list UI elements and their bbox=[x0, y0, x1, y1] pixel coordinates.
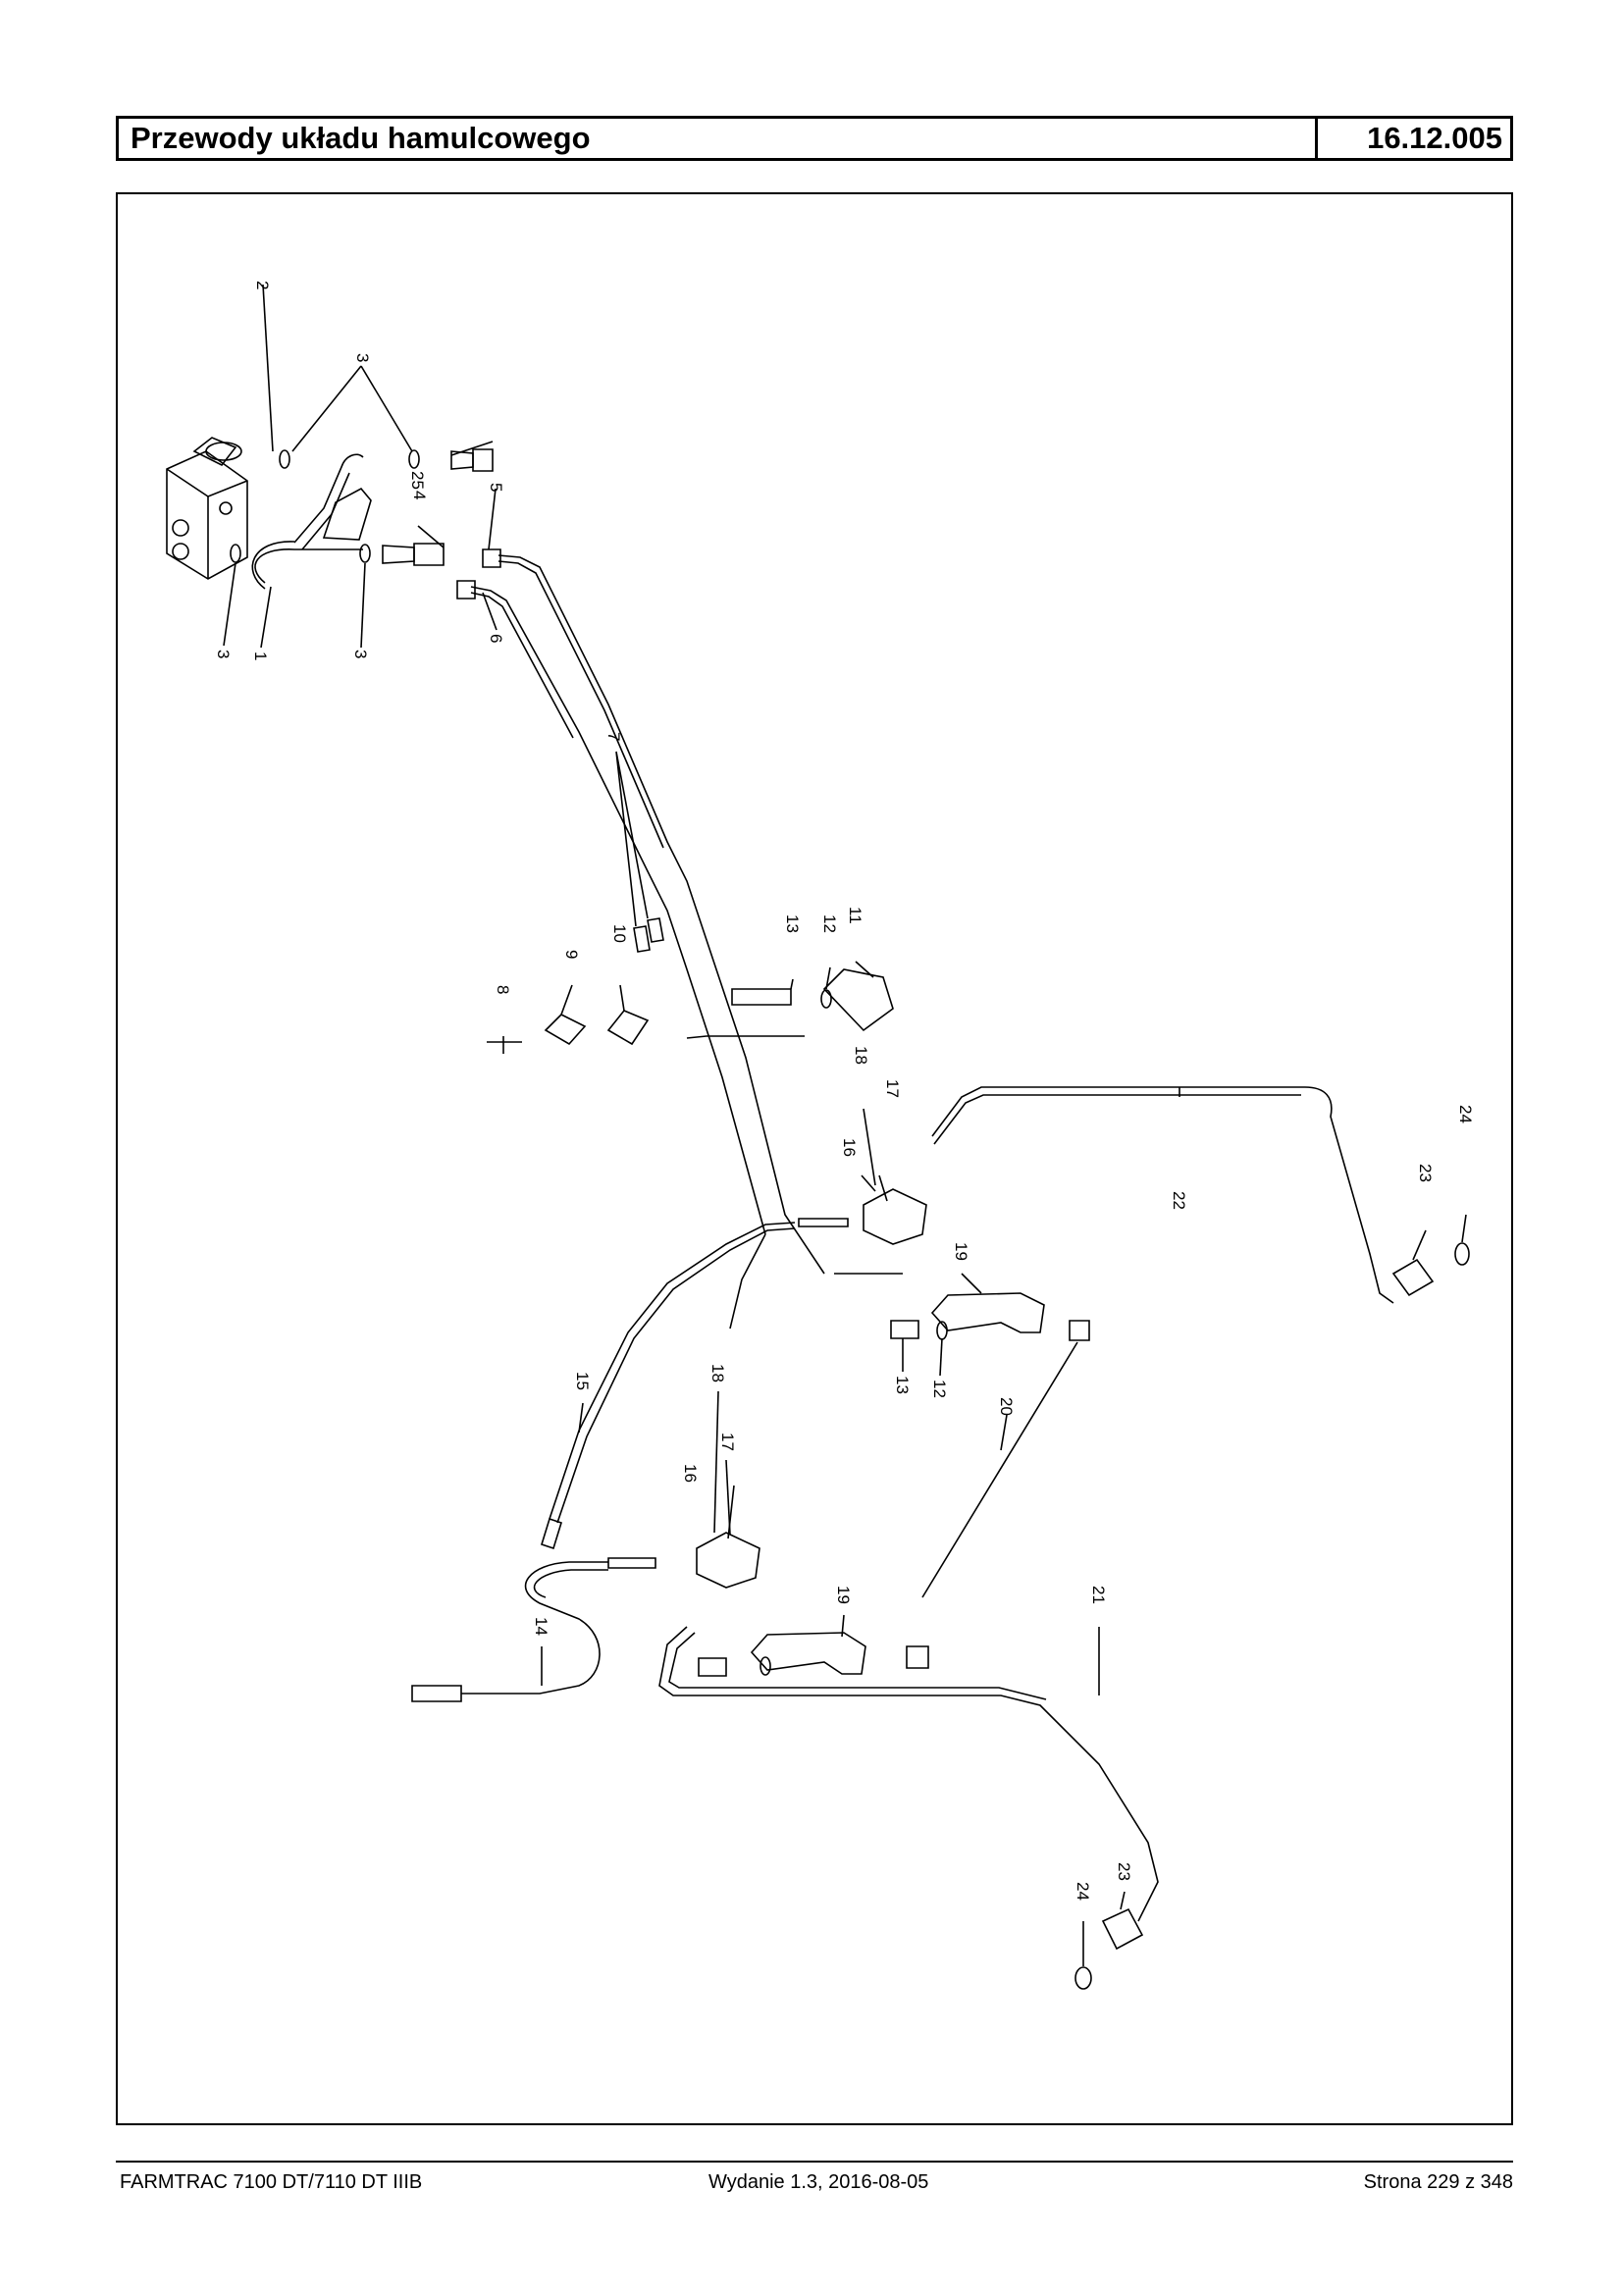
hose-14 bbox=[461, 1561, 608, 1695]
callout-13b: 13 bbox=[893, 1376, 912, 1394]
pipe-22 bbox=[931, 1086, 1394, 1304]
callout-19b: 19 bbox=[834, 1586, 853, 1604]
callout-12a: 12 bbox=[820, 914, 839, 933]
brake-valve-block bbox=[166, 437, 248, 580]
callout-18a: 18 bbox=[852, 1046, 870, 1065]
pipe-6 bbox=[470, 586, 766, 1235]
footer-model: FARMTRAC 7100 DT/7110 DT IIIB bbox=[120, 2171, 423, 2193]
callout-25: 25 bbox=[408, 471, 427, 490]
callout-11: 11 bbox=[846, 907, 864, 924]
callout-16a: 16 bbox=[840, 1138, 859, 1157]
page-title: Przewody układu hamulcowego bbox=[119, 119, 1318, 158]
footer-divider bbox=[116, 2161, 1513, 2163]
callout-21: 21 bbox=[1089, 1586, 1108, 1604]
callout-1: 1 bbox=[251, 652, 270, 660]
pipe-5 bbox=[498, 554, 825, 1275]
callout-3c: 3 bbox=[351, 650, 370, 658]
page-header: Przewody układu hamulcowego 16.12.005 bbox=[116, 116, 1513, 161]
footer-page-number: Strona 229 z 348 bbox=[1363, 2171, 1513, 2193]
callout-6: 6 bbox=[487, 634, 505, 643]
callout-17b: 17 bbox=[718, 1433, 737, 1451]
callout-15: 15 bbox=[573, 1372, 592, 1390]
pipe-21 bbox=[658, 1626, 1159, 1922]
callout-7: 7 bbox=[604, 732, 623, 741]
callout-24a: 24 bbox=[1456, 1105, 1475, 1123]
callout-20: 20 bbox=[997, 1397, 1016, 1416]
hose-15 bbox=[549, 1222, 796, 1520]
diagram-frame: 2 3 3 1 3 25 4 5 6 7 8 9 10 13 12 11 18 … bbox=[116, 192, 1513, 2125]
section-code: 16.12.005 bbox=[1367, 121, 1502, 155]
callout-4: 4 bbox=[410, 491, 429, 499]
callout-3b: 3 bbox=[214, 650, 233, 658]
callout-10: 10 bbox=[610, 924, 629, 943]
callout-3a: 3 bbox=[353, 353, 372, 362]
callout-8: 8 bbox=[494, 985, 512, 994]
callout-24b: 24 bbox=[1074, 1882, 1092, 1901]
pipe-1 bbox=[254, 548, 363, 584]
callout-5: 5 bbox=[487, 483, 505, 492]
callout-22: 22 bbox=[1170, 1191, 1188, 1210]
callout-9: 9 bbox=[562, 950, 581, 959]
callout-19a: 19 bbox=[952, 1242, 970, 1261]
pipe-2 bbox=[293, 453, 364, 544]
callout-14: 14 bbox=[532, 1617, 550, 1636]
footer-edition: Wydanie 1.3, 2016-08-05 bbox=[708, 2171, 929, 2193]
brake-lines-diagram: 2 3 3 1 3 25 4 5 6 7 8 9 10 13 12 11 18 … bbox=[166, 281, 1475, 1990]
callout-23a: 23 bbox=[1416, 1164, 1435, 1182]
callout-17a: 17 bbox=[883, 1079, 902, 1098]
callout-18b: 18 bbox=[708, 1364, 727, 1382]
rod-20 bbox=[921, 1341, 1078, 1598]
callout-12b: 12 bbox=[930, 1380, 949, 1398]
callout-2: 2 bbox=[253, 281, 272, 289]
callout-16b: 16 bbox=[681, 1464, 700, 1483]
callout-13a: 13 bbox=[783, 914, 802, 933]
callout-23b: 23 bbox=[1115, 1862, 1133, 1881]
